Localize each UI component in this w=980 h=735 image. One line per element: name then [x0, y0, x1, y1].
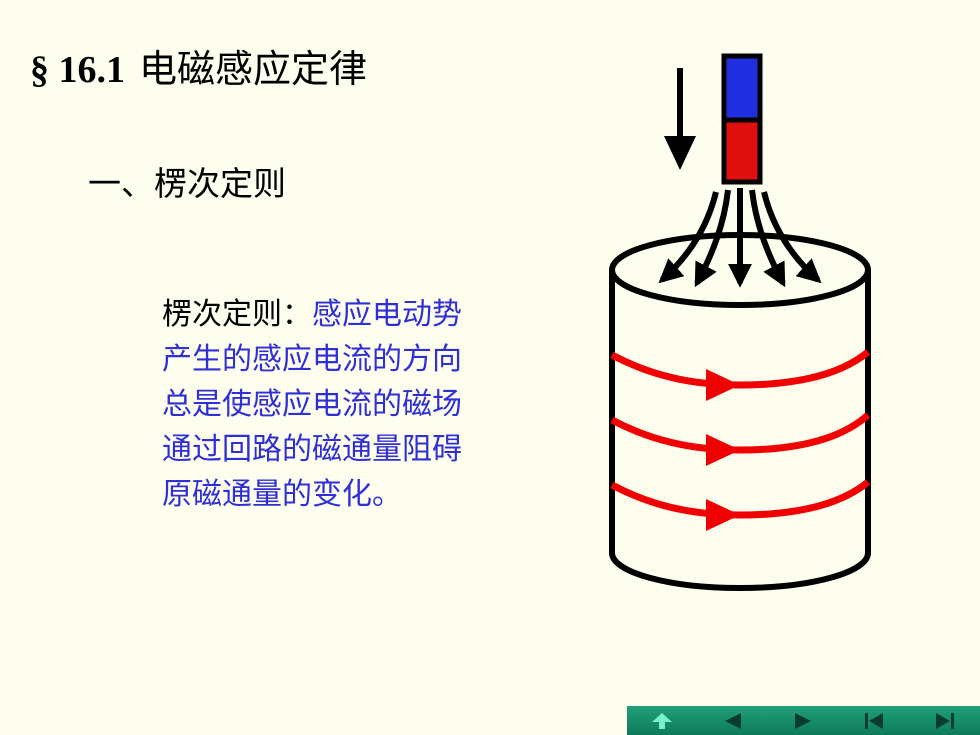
first-page-icon — [865, 712, 884, 729]
bar-magnet — [721, 53, 763, 185]
coil-cylinder — [609, 232, 871, 591]
next-arrow-icon — [795, 712, 812, 729]
slide-title: § 16.1 电磁感应定律 — [30, 38, 367, 93]
definition-line: 原磁通量的变化。 — [162, 477, 402, 512]
prev-arrow-icon — [724, 712, 741, 729]
home-button[interactable] — [627, 706, 698, 735]
last-page-icon — [935, 712, 954, 729]
slide-navigation-bar — [627, 706, 980, 735]
induced-current-arrows — [610, 349, 871, 519]
motion-arrow-icon — [664, 68, 696, 170]
next-button[interactable] — [768, 706, 839, 735]
lenz-law-definition: 楞次定则：感应电动势 产生的感应电流的方向 总是使感应电流的磁场 通过回路的磁通… — [162, 292, 532, 517]
definition-line: 通过回路的磁通量阻碍 — [162, 432, 462, 467]
definition-first-line: 楞次定则：感应电动势 — [162, 292, 532, 337]
definition-line: 产生的感应电流的方向 — [162, 342, 462, 377]
definition-term: 楞次定则： — [162, 297, 312, 332]
section-heading: 一、楞次定则 — [88, 164, 286, 203]
current-direction-arrowheads — [706, 369, 740, 531]
last-page-button[interactable] — [909, 706, 980, 735]
definition-line: 总是使感应电流的磁场 — [162, 387, 462, 422]
section-number: § 16.1 — [30, 49, 125, 91]
title-text: 电磁感应定律 — [139, 47, 368, 91]
previous-button[interactable] — [698, 706, 769, 735]
definition-first-text: 感应电动势 — [312, 297, 462, 332]
home-up-icon — [652, 712, 673, 729]
induction-diagram — [609, 53, 871, 591]
first-page-button[interactable] — [839, 706, 910, 735]
field-lines — [658, 188, 822, 288]
